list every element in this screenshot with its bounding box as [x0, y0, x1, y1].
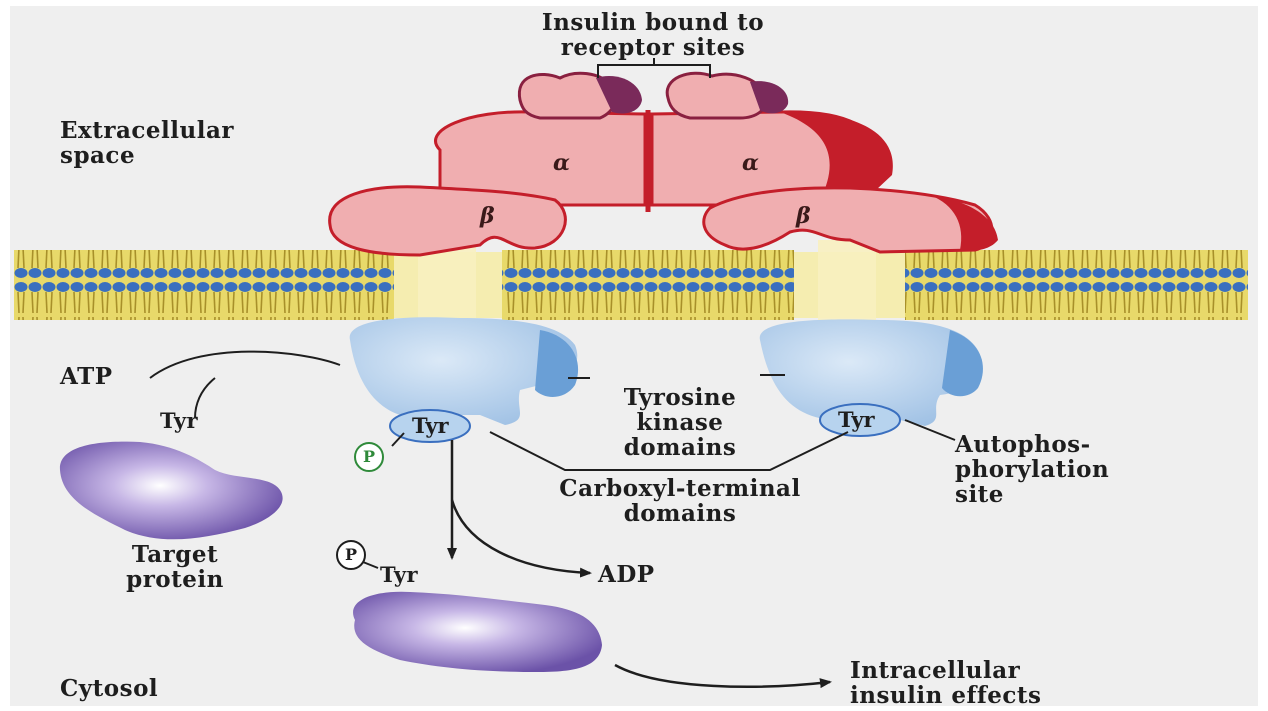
autophosphorylation-label: Autophos- phorylation site	[955, 432, 1109, 507]
phosphate-icon-product: P	[336, 540, 366, 570]
tyr-label-product: Tyr	[380, 562, 418, 587]
alpha-label-left: α	[553, 150, 570, 176]
insulin-bound-label: Insulin bound to receptor sites	[478, 10, 828, 60]
cell-membrane	[14, 250, 1248, 320]
atp-label: ATP	[60, 364, 113, 389]
adp-label: ADP	[598, 562, 655, 587]
cytosol-label: Cytosol	[60, 676, 158, 701]
tyr-label-right-receptor: Tyr	[838, 407, 875, 432]
beta-label-left: β	[480, 203, 495, 229]
phosphate-icon-receptor: P	[354, 442, 384, 472]
insulin-molecules	[519, 73, 788, 118]
tyr-label-left-receptor: Tyr	[412, 413, 449, 438]
beta-label-right: β	[796, 203, 811, 229]
target-protein-label: Target protein	[100, 542, 250, 592]
tyr-label-target: Tyr	[160, 408, 198, 433]
intracellular-effects-label: Intracellular insulin effects	[850, 658, 1041, 708]
extracellular-space-label: Extracellular space	[60, 118, 234, 168]
alpha-label-right: α	[742, 150, 759, 176]
carboxyl-terminal-label: Carboxyl-terminal domains	[470, 476, 890, 526]
tyrosine-kinase-label: Tyrosine kinase domains	[575, 385, 785, 460]
